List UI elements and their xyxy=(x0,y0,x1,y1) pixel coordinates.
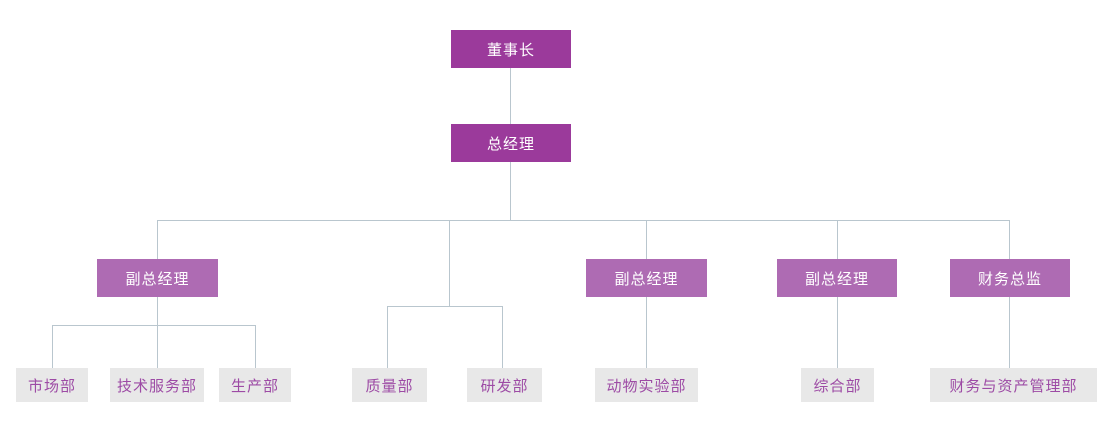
connector-line xyxy=(387,306,388,368)
connector-line xyxy=(646,297,647,368)
connector-line xyxy=(157,220,158,259)
connector-line xyxy=(510,162,511,220)
connector-line xyxy=(157,297,158,325)
node-deputy-gm-1[interactable]: 副总经理 xyxy=(97,259,218,297)
connector-line xyxy=(837,297,838,368)
connector-line xyxy=(510,68,511,124)
node-chairman[interactable]: 董事长 xyxy=(451,30,571,68)
connector-line xyxy=(157,325,158,368)
connector-line xyxy=(387,306,503,307)
connector-line xyxy=(449,220,450,306)
node-deputy-gm-2[interactable]: 副总经理 xyxy=(586,259,707,297)
node-dept-finance-asset[interactable]: 财务与资产管理部 xyxy=(930,368,1097,402)
connector-line xyxy=(255,325,256,368)
node-dept-marketing[interactable]: 市场部 xyxy=(16,368,88,402)
node-dept-general-affairs[interactable]: 综合部 xyxy=(801,368,874,402)
connector-line xyxy=(502,306,503,368)
connector-line xyxy=(52,325,53,368)
connector-line xyxy=(837,220,838,259)
node-dept-production[interactable]: 生产部 xyxy=(219,368,291,402)
connector-line xyxy=(1009,220,1010,259)
node-dept-quality[interactable]: 质量部 xyxy=(352,368,427,402)
node-dept-rnd[interactable]: 研发部 xyxy=(467,368,542,402)
node-deputy-gm-3[interactable]: 副总经理 xyxy=(777,259,897,297)
node-dept-animal-lab[interactable]: 动物实验部 xyxy=(595,368,698,402)
node-dept-technical-service[interactable]: 技术服务部 xyxy=(110,368,204,402)
connector-line xyxy=(1009,297,1010,368)
node-general-manager[interactable]: 总经理 xyxy=(451,124,571,162)
connector-line xyxy=(52,325,256,326)
node-finance-director[interactable]: 财务总监 xyxy=(950,259,1070,297)
connector-line xyxy=(157,220,1010,221)
connector-line xyxy=(646,220,647,259)
